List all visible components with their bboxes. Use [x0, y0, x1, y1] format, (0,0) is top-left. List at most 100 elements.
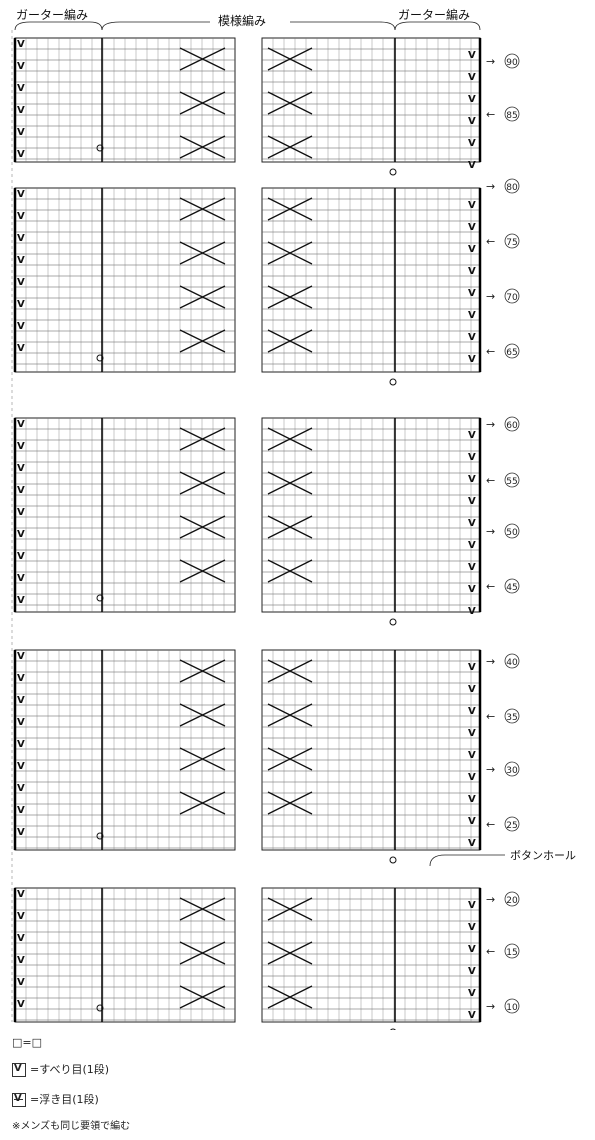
left-header-brace — [15, 22, 102, 30]
row-arrow-icon: ← — [486, 710, 495, 723]
row-arrow-icon: → — [486, 763, 495, 776]
slip-stitch-mark: V — [468, 728, 476, 739]
legend-note: ※メンズも同じ要領で編む — [12, 1120, 130, 1134]
row-arrow-icon: → — [486, 655, 495, 668]
slip-stitch-mark: V — [468, 222, 476, 233]
slip-stitch-mark: V — [17, 61, 25, 72]
slip-stitch-mark: V — [468, 266, 476, 277]
row-number-label: 55 — [506, 477, 517, 487]
slip-stitch-mark: V — [17, 529, 25, 540]
row-arrow-icon: ← — [486, 108, 495, 121]
slip-stitch-mark: V — [17, 233, 25, 244]
slip-stitch-mark: V — [17, 955, 25, 966]
slip-stitch-mark: V — [468, 430, 476, 441]
row-arrow-icon: → — [486, 893, 495, 906]
pattern-stitch-header: 模様編み — [218, 14, 266, 28]
row-number-label: 20 — [506, 896, 518, 906]
slip-stitch-mark: V — [468, 562, 476, 573]
slip-stitch-mark: V — [468, 496, 476, 507]
row-number-label: 25 — [506, 821, 517, 831]
slip-stitch-mark: V — [17, 39, 25, 50]
chart-panel — [262, 650, 480, 850]
buttonhole-icon — [390, 857, 396, 863]
row-arrow-icon: ← — [486, 345, 495, 358]
slip-stitch-mark: V — [468, 518, 476, 529]
legend-slip-stitch: =すべり目(1段) — [12, 1063, 109, 1077]
slip-stitch-mark: V — [468, 540, 476, 551]
row-number-label: 85 — [506, 111, 517, 121]
row-arrow-icon: → — [486, 1000, 495, 1013]
legend-blank-stitch: □=□ — [12, 1036, 42, 1050]
row-arrow-icon: ← — [486, 580, 495, 593]
row-number-label: 90 — [506, 58, 518, 68]
slip-stitch-mark: V — [17, 889, 25, 900]
slip-stitch-mark: V — [17, 463, 25, 474]
buttonhole-icon — [390, 1029, 396, 1030]
row-arrow-icon: ← — [486, 818, 495, 831]
slip-stitch-mark: V — [17, 573, 25, 584]
row-number-label: 65 — [506, 348, 517, 358]
buttonhole-pointer — [430, 855, 505, 866]
slip-stitch-mark: V — [468, 662, 476, 673]
row-arrow-icon: ← — [486, 474, 495, 487]
slip-stitch-mark: V — [17, 127, 25, 138]
slip-stitch-mark: V — [17, 507, 25, 518]
row-number-label: 60 — [506, 421, 518, 431]
right-header-brace — [395, 22, 480, 30]
row-number-label: 30 — [506, 766, 518, 776]
slip-stitch-mark: V — [468, 772, 476, 783]
garter-stitch-right-header: ガーター編み — [398, 8, 470, 22]
slip-stitch-mark: V — [17, 105, 25, 116]
slip-stitch-mark: V — [468, 288, 476, 299]
slip-stitch-mark: V — [468, 310, 476, 321]
slip-stitch-mark: V — [17, 911, 25, 922]
slip-stitch-mark: V — [468, 354, 476, 365]
slip-stitch-mark: V — [468, 838, 476, 849]
row-number-label: 50 — [506, 528, 518, 538]
slip-stitch-mark: V — [468, 72, 476, 83]
slip-stitch-mark: V — [17, 977, 25, 988]
slip-stitch-mark: V — [17, 255, 25, 266]
slip-stitch-mark: V — [468, 116, 476, 127]
slip-stitch-mark: V — [468, 50, 476, 61]
slip-stitch-mark: V — [17, 761, 25, 772]
slip-stitch-mark: V — [468, 1010, 476, 1021]
row-arrow-icon: → — [486, 418, 495, 431]
slip-stitch-mark: V — [17, 673, 25, 684]
legend-float-stitch: =浮き目(1段) — [12, 1093, 99, 1107]
slip-stitch-mark: V — [17, 321, 25, 332]
slip-stitch-mark: V — [17, 419, 25, 430]
row-arrow-icon: → — [486, 55, 495, 68]
knitting-chart: VVVVVVVVVVVVVVVVVVVVVVVVVVVVVVVVVVVVVVVV… — [0, 0, 595, 1030]
slip-stitch-mark: V — [17, 805, 25, 816]
slip-stitch-mark: V — [468, 794, 476, 805]
row-arrow-icon: → — [486, 525, 495, 538]
slip-stitch-mark: V — [17, 277, 25, 288]
row-number-label: 80 — [506, 183, 518, 193]
slip-stitch-icon — [12, 1063, 26, 1077]
slip-stitch-mark: V — [17, 933, 25, 944]
slip-stitch-mark: V — [17, 343, 25, 354]
slip-stitch-mark: V — [17, 999, 25, 1010]
slip-stitch-mark: V — [17, 83, 25, 94]
slip-stitch-mark: V — [468, 944, 476, 955]
slip-stitch-mark: V — [17, 551, 25, 562]
slip-stitch-mark: V — [17, 695, 25, 706]
slip-stitch-mark: V — [468, 94, 476, 105]
slip-stitch-mark: V — [468, 750, 476, 761]
slip-stitch-mark: V — [17, 783, 25, 794]
legend-blank-symbol: □=□ — [12, 1036, 42, 1049]
buttonhole-icon — [390, 169, 396, 175]
slip-stitch-mark: V — [468, 900, 476, 911]
slip-stitch-mark: V — [468, 966, 476, 977]
buttonhole-label: ボタンホール — [510, 849, 576, 863]
slip-stitch-mark: V — [17, 211, 25, 222]
slip-stitch-mark: V — [468, 922, 476, 933]
row-number-label: 75 — [506, 238, 517, 248]
slip-stitch-mark: V — [17, 739, 25, 750]
row-number-label: 10 — [506, 1003, 518, 1013]
row-arrow-icon: ← — [486, 945, 495, 958]
row-number-label: 40 — [506, 658, 518, 668]
row-arrow-icon: ← — [486, 235, 495, 248]
slip-stitch-mark: V — [468, 244, 476, 255]
